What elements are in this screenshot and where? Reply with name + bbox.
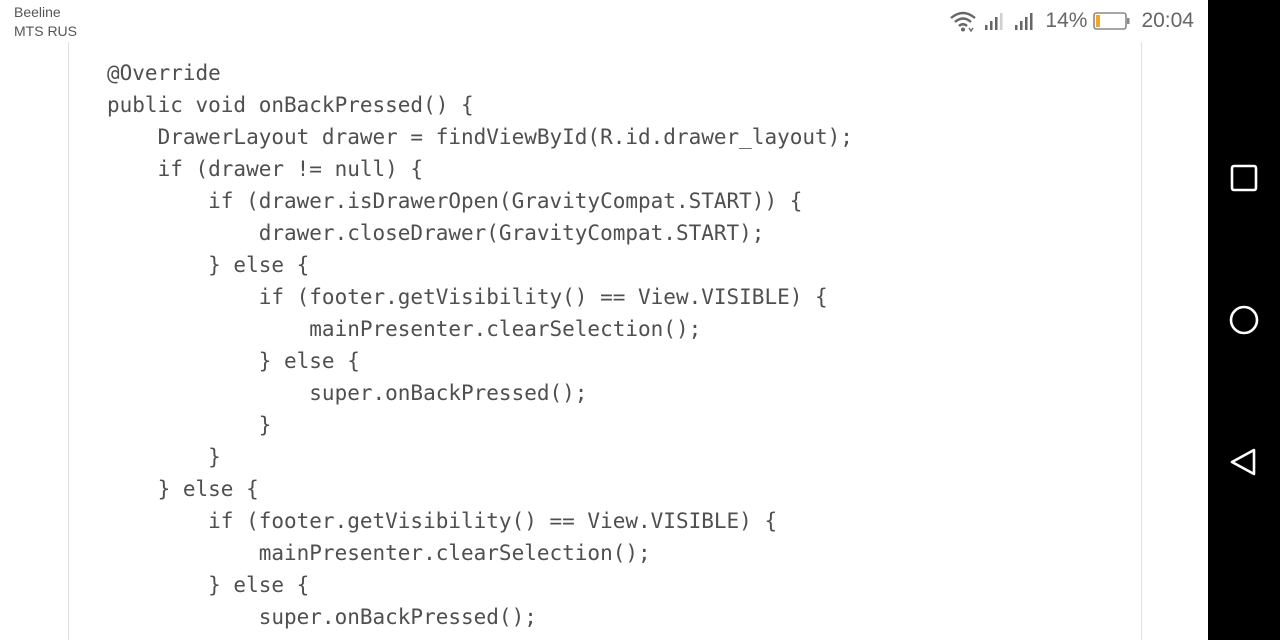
home-button[interactable] [1224, 300, 1264, 340]
code-line: } else { [107, 477, 259, 501]
battery-icon [1093, 11, 1131, 31]
recent-apps-icon [1230, 164, 1258, 192]
back-button[interactable] [1224, 442, 1264, 482]
code-line: } [107, 445, 221, 469]
code-line: if (drawer.isDrawerOpen(GravityCompat.ST… [107, 189, 803, 213]
battery-percent: 14% [1045, 9, 1088, 32]
code-line: } else { [107, 573, 310, 597]
signal-icon-sim2 [1013, 10, 1037, 32]
code-line: super.onBackPressed(); [107, 381, 588, 405]
code-block: @Override public void onBackPressed() { D… [107, 57, 853, 633]
code-line: @Override [107, 61, 221, 85]
status-indicators: 14% 20:04 [949, 8, 1194, 34]
navigation-bar [1208, 0, 1280, 640]
code-line: DrawerLayout drawer = findViewById(R.id.… [107, 125, 853, 149]
code-line: if (footer.getVisibility() == View.VISIB… [107, 509, 778, 533]
clock: 20:04 [1141, 9, 1194, 32]
code-line: super.onBackPressed(); [107, 605, 537, 629]
status-bar: Beeline MTS RUS [0, 0, 1208, 42]
carrier-name-2: MTS RUS [14, 23, 77, 39]
wifi-icon [949, 10, 977, 32]
code-line: } else { [107, 349, 360, 373]
back-icon [1230, 448, 1256, 476]
home-icon [1229, 305, 1259, 335]
code-line: mainPresenter.clearSelection(); [107, 541, 651, 565]
carrier-labels: Beeline MTS RUS [14, 3, 77, 41]
code-line: } [107, 413, 272, 437]
code-line: if (drawer != null) { [107, 157, 424, 181]
carrier-name-1: Beeline [14, 4, 61, 20]
code-line: mainPresenter.clearSelection(); [107, 317, 702, 341]
code-line: if (footer.getVisibility() == View.VISIB… [107, 285, 828, 309]
code-line: drawer.closeDrawer(GravityCompat.START); [107, 221, 765, 245]
signal-icon-sim1 [983, 10, 1007, 32]
code-card: @Override public void onBackPressed() { D… [68, 42, 1142, 640]
code-line: public void onBackPressed() { [107, 93, 474, 117]
code-line: } else { [107, 253, 310, 277]
recent-apps-button[interactable] [1224, 158, 1264, 198]
